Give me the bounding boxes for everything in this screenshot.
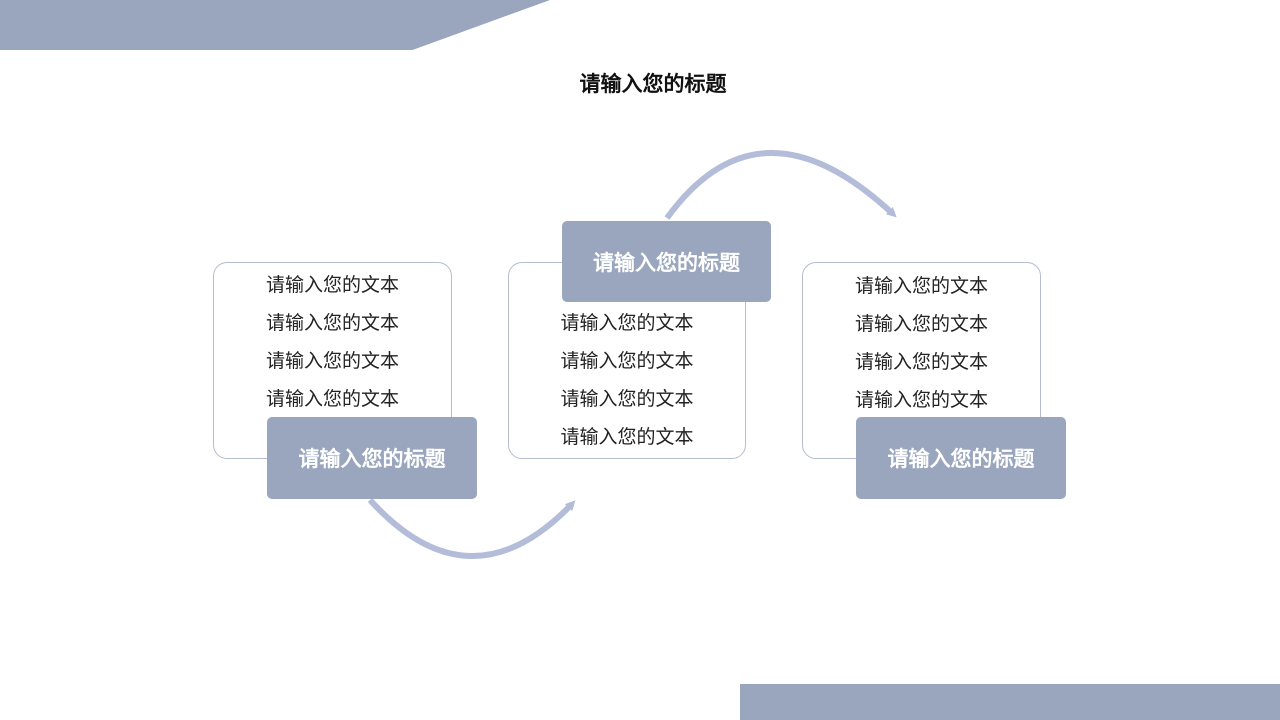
card-3-line-2: 请输入您的文本 — [854, 313, 988, 335]
arrow-top-curve — [664, 150, 897, 220]
arrow-bottom-curve — [367, 497, 576, 559]
card-1-line-3: 请输入您的文本 — [265, 350, 399, 372]
title-box-1: 请输入您的标题 — [267, 417, 477, 499]
page-title: 请输入您的标题 — [579, 71, 727, 96]
card-2-line-3: 请输入您的文本 — [560, 388, 694, 410]
card-2-line-4: 请输入您的文本 — [560, 426, 694, 448]
card-3-line-3: 请输入您的文本 — [854, 351, 988, 373]
card-1-line-1: 请输入您的文本 — [265, 274, 399, 296]
card-3-line-4: 请输入您的文本 — [854, 389, 988, 411]
bottom-decor-band — [740, 684, 1280, 720]
card-2-line-2: 请输入您的文本 — [560, 350, 694, 372]
card-3-line-1: 请输入您的文本 — [854, 275, 988, 297]
card-1-line-2: 请输入您的文本 — [265, 312, 399, 334]
card-1-line-4: 请输入您的文本 — [265, 388, 399, 410]
card-2-line-1: 请输入您的文本 — [560, 312, 694, 334]
title-box-2: 请输入您的标题 — [562, 221, 771, 302]
title-box-3: 请输入您的标题 — [856, 417, 1066, 499]
